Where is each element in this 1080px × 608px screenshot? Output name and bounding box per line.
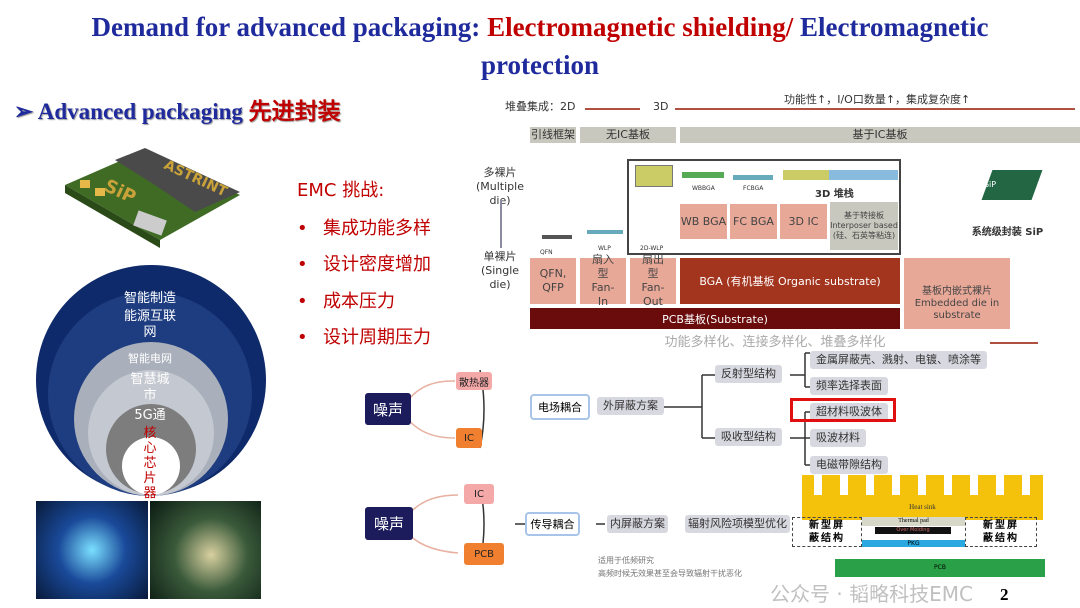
emc-heading: EMC 挑战: [297, 180, 385, 201]
3d-stack-label: 3D 堆栈 [815, 189, 854, 200]
internal-shielding-node: 内屏蔽方案 [607, 515, 668, 533]
source-pcb: PCB [464, 543, 504, 565]
pcb-layer: PCB [835, 559, 1045, 577]
reflective-structure-node: 反射型结构 [715, 365, 782, 383]
3d-ic-box: 3D IC [780, 204, 827, 239]
wb-bga-box: WB BGA [680, 204, 727, 239]
new-shield-right: 新型屏蔽结构 [965, 517, 1037, 547]
interposer-box: 基于转接板 Interposer based (硅、石英等粘连) [830, 202, 898, 250]
over-molding: Over Molding [875, 527, 951, 534]
emc-item: •成本压力 [297, 291, 395, 312]
up-arrow-icon [500, 200, 502, 248]
fcbga-small-label: FCBGA [743, 185, 764, 192]
3d-stack-box [627, 159, 901, 255]
header-leadframe: 引线框架 [530, 127, 576, 143]
absorptive-structure-node: 吸收型结构 [715, 428, 782, 446]
application-circles: 智能制造 能源互联网 智能电网 智慧城市 5G通 核心芯片器 [0, 0, 300, 501]
watermark: 公众号 · 韬略科技EMC [770, 582, 973, 606]
conducted-coupling: 传导耦合 [525, 512, 580, 536]
source-ic: IC [456, 428, 482, 448]
fcbga-icon [733, 175, 773, 180]
sip-module-image: SiP ASTRINT [55, 140, 245, 250]
fan-out-box: 扇出型 Fan-Out [630, 253, 676, 308]
circle-label-energy-internet: 能源互联网 [123, 309, 176, 340]
leaf-fss: 频率选择表面 [810, 377, 888, 395]
arrow-bullet-icon: ➢ [14, 99, 34, 124]
thermal-pad: Thermal pad [862, 517, 965, 526]
header-no-ic-substrate: 无IC基板 [580, 127, 676, 143]
3d-ic-icon [783, 170, 898, 180]
leaf-ebg: 电磁带隙结构 [810, 456, 888, 474]
subtitle-en: Advanced packaging [37, 99, 249, 124]
wbbga-icon [682, 172, 724, 178]
noise-node-1: 噪声 [365, 393, 411, 425]
chip-photo-blue [36, 501, 148, 599]
leaf-metal-shield: 金属屏蔽壳、溅射、电镀、喷涂等 [810, 351, 987, 369]
leaf-absorbing-material: 吸波材料 [810, 429, 866, 447]
title-part1: Demand for advanced packaging: [91, 12, 488, 42]
title-part2: Electromagnetic shielding/ [487, 12, 801, 42]
page-number: 2 [1000, 585, 1009, 604]
section-subtitle: ➢ Advanced packaging 先进封装 [14, 92, 341, 126]
single-die-label: 单裸片(Single die) [480, 250, 520, 291]
circle-label-smart-city: 智慧城市 [130, 372, 170, 403]
shield-notes: 适用于低频研究高频时候无效果甚至会导致辐射干扰恶化 [598, 556, 742, 578]
fc-bga-box: FC BGA [730, 204, 777, 239]
highlight-box [790, 398, 896, 422]
subtitle-zh: 先进封装 [248, 99, 341, 125]
electric-field-coupling: 电场耦合 [530, 394, 590, 420]
circle-label-5g: 5G通 [134, 408, 166, 423]
fan-in-box: 扇入型 Fan-In [580, 253, 626, 308]
sip-label: 系统级封装 SiP [971, 227, 1044, 238]
source-ic-2: IC [464, 484, 494, 504]
wbbga-small-label: WBBGA [692, 185, 715, 192]
2d-wlp-icon [635, 165, 673, 187]
qfn-qfp-box: QFN, QFP [530, 258, 576, 304]
emc-item: •集成功能多样 [297, 218, 431, 239]
multi-die-label: 多裸片(Multiple die) [476, 166, 524, 207]
external-shielding-node: 外屏蔽方案 [597, 397, 664, 415]
2dwlp-small-label: 2D-WLP [640, 245, 664, 252]
trend-arrow [675, 108, 1075, 110]
heat-sink-label: Heat sink [909, 503, 936, 511]
chip-photo-green [150, 501, 261, 599]
slide-title-line2: protection [481, 50, 599, 80]
diversity-footer: 功能多样化、连接多样化、堆叠多样化 [664, 334, 886, 349]
emc-item: •设计周期压力 [297, 327, 431, 348]
right-arrow-icon [990, 342, 1038, 344]
arrow-2d-3d [585, 108, 640, 110]
qfn-small-label: QFN [540, 249, 553, 256]
title-part3: Electromagnetic [800, 12, 989, 42]
pkg-layer: PKG [862, 540, 965, 547]
pcb-substrate-bar: PCB基板(Substrate) [530, 308, 900, 329]
source-heatsink: 散热器 [456, 372, 492, 390]
radiation-risk-optimization: 辐射风险项模型优化 [685, 515, 790, 533]
sip-chip-label: SiP [983, 180, 997, 189]
leaf-metamaterial-absorber: 超材料吸波体 [810, 403, 888, 421]
emc-item: •设计密度增加 [297, 254, 431, 275]
noise-node-2: 噪声 [365, 507, 413, 540]
slide-title: Demand for advanced packaging: Electroma… [0, 12, 1080, 43]
heatsink-cross-section: Heat sink 新型屏蔽结构 新型屏蔽结构 Thermal pad Over… [792, 475, 1045, 580]
header-ic-substrate: 基于IC基板 [680, 127, 1080, 143]
trend-label: 功能性↑，I/O口数量↑，集成复杂度↑ [780, 93, 975, 107]
wlp-small-label: WLP [598, 245, 611, 252]
embedded-die-box: 基板内嵌式裸片 Embedded die in substrate [904, 258, 1010, 329]
circle-label-core-chip: 核心芯片器 [143, 426, 157, 501]
new-shield-left: 新型屏蔽结构 [792, 517, 862, 547]
packaging-evolution-diagram: 堆叠集成：2D 3D 功能性↑，I/O口数量↑，集成复杂度↑ 引线框架 无IC基… [470, 90, 1080, 350]
circle-label-manufacturing: 智能制造 [123, 291, 176, 306]
label-3d: 3D [653, 100, 669, 113]
wlp-icon [587, 230, 623, 234]
circle-label-smart-grid: 智能电网 [128, 352, 172, 365]
bga-box: BGA (有机基板 Organic substrate) [680, 258, 900, 304]
qfn-icon [542, 235, 572, 239]
stack-label: 堆叠集成：2D [505, 100, 576, 113]
